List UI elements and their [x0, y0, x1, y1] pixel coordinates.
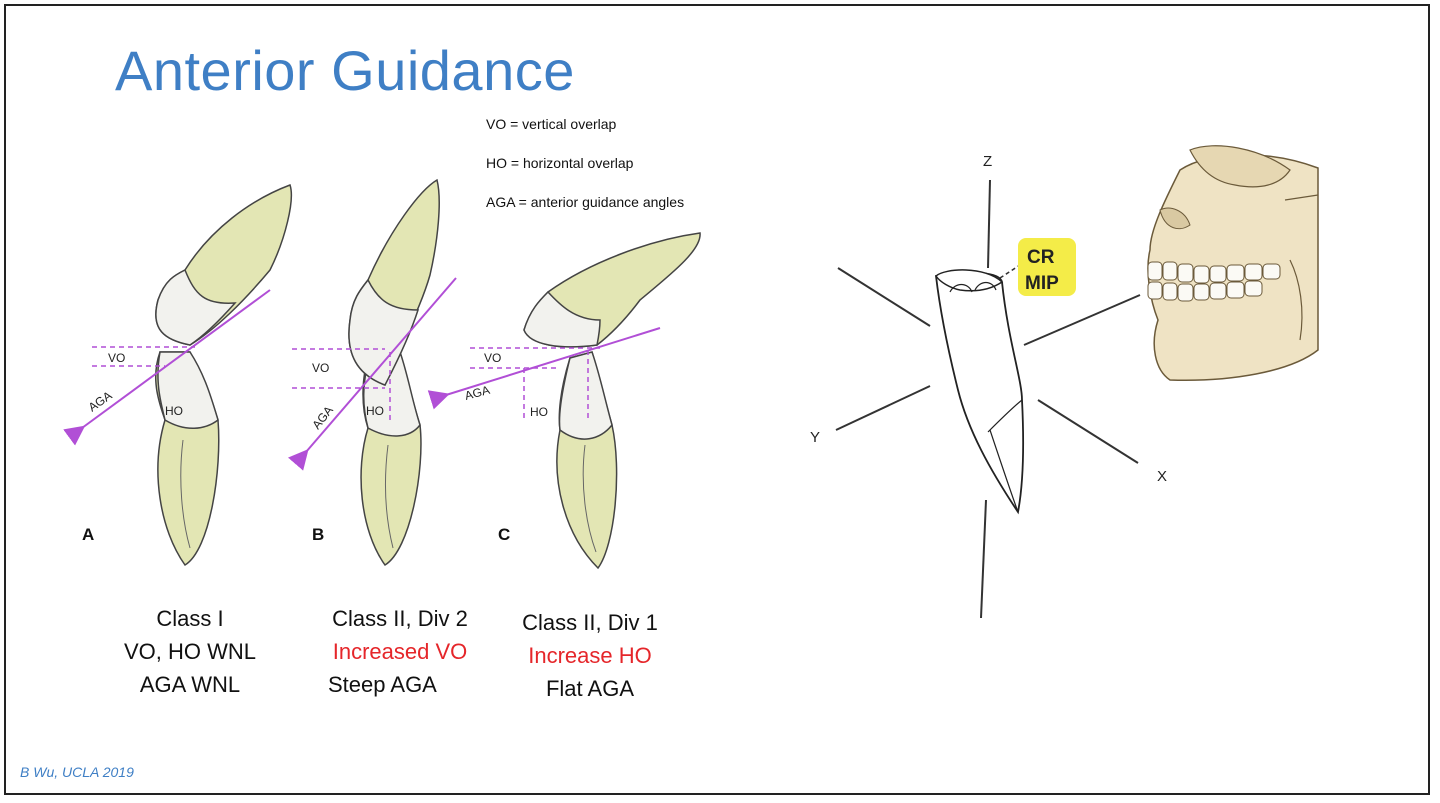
slide-title: Anterior Guidance — [115, 39, 575, 102]
legend-ho: HO = horizontal overlap — [486, 155, 634, 171]
panel-a-ho-label: HO — [165, 404, 183, 418]
callout-mip: MIP — [1025, 273, 1059, 294]
callout-cr: CR — [1027, 247, 1055, 268]
caption-a-line-2: VO, HO WNL — [123, 639, 256, 664]
skull-icon — [1147, 145, 1319, 381]
panel-a-letter: A — [82, 525, 94, 544]
panel-b-diagram — [287, 178, 457, 567]
caption-b-line-1: Class II, Div 2 — [332, 606, 468, 631]
caption-c-line-1: Class II, Div 1 — [522, 610, 658, 635]
caption-panel-a: Class I VO, HO WNL AGA WNL — [110, 602, 270, 701]
axis-y-label: Y — [810, 429, 820, 446]
panel-a-aga-label: AGA — [86, 388, 115, 414]
panel-c-diagram — [427, 232, 701, 570]
legend-vo: VO = vertical overlap — [486, 116, 617, 132]
panel-c-ho-label: HO — [530, 405, 548, 419]
caption-b-line-3: Steep AGA — [328, 672, 437, 697]
abbreviation-legend: VO = vertical overlap HO = horizontal ov… — [486, 116, 684, 233]
caption-b-line-2: Increased VO — [332, 639, 468, 664]
footer-credit: B Wu, UCLA 2019 — [20, 764, 134, 780]
panel-c-vo-label: VO — [484, 351, 501, 365]
panel-b-aga-label: AGA — [309, 403, 336, 432]
panel-a-diagram — [63, 184, 293, 567]
panel-b-ho-label: HO — [366, 404, 384, 418]
axis-x-label: X — [1157, 468, 1167, 485]
slide — [4, 4, 1430, 795]
panel-b-letter: B — [312, 525, 324, 544]
caption-c-line-2: Increase HO — [528, 643, 652, 668]
caption-panel-b: Class II, Div 2 Increased VO Steep AGA — [318, 602, 482, 701]
cr-mip-callout — [1018, 238, 1076, 296]
caption-a-line-3: AGA WNL — [139, 672, 241, 697]
caption-c-line-3: Flat AGA — [545, 676, 635, 701]
panel-b-vo-label: VO — [312, 361, 329, 375]
legend-aga: AGA = anterior guidance angles — [486, 194, 685, 210]
panel-c-aga-label: AGA — [463, 383, 491, 403]
caption-panel-c: Class II, Div 1 Increase HO Flat AGA — [508, 606, 672, 705]
axis-z-label: Z — [983, 153, 992, 170]
caption-a-line-1: Class I — [156, 606, 224, 631]
panel-a-vo-label: VO — [108, 351, 125, 365]
panel-c-letter: C — [498, 525, 510, 544]
incisor-axes-icon — [835, 179, 1141, 619]
